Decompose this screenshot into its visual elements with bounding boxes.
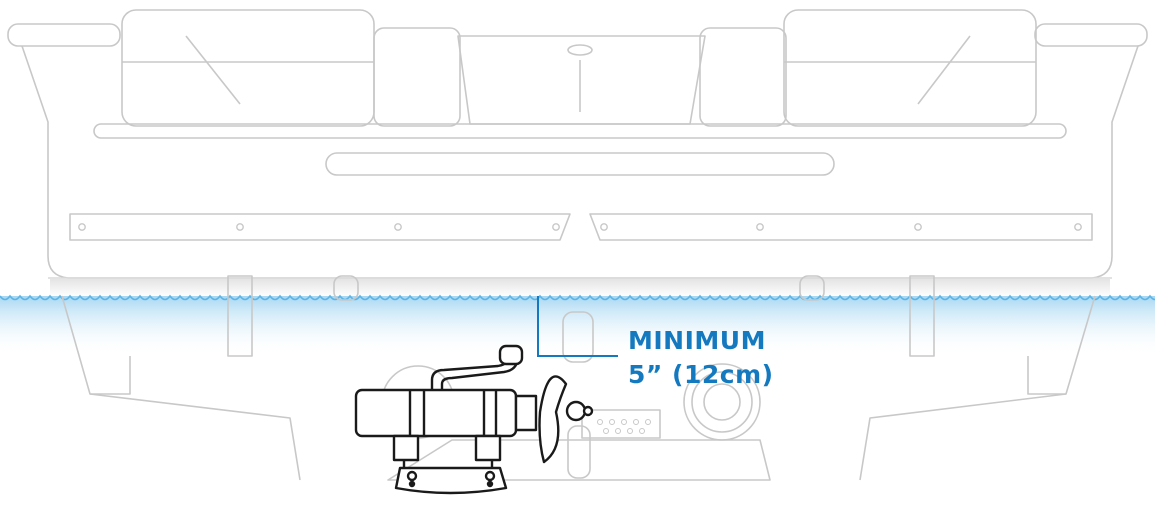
minimum-depth-indicator <box>537 296 618 357</box>
lower-hull <box>61 275 1096 481</box>
motor-housing <box>354 388 518 438</box>
gunwale-shelf <box>93 123 1067 139</box>
handle-slot <box>325 152 835 176</box>
motor-stem <box>392 434 420 462</box>
center-console <box>457 35 706 125</box>
motor-base <box>394 466 508 495</box>
depth-value-label: 5” (12cm) <box>628 360 774 389</box>
ghost-transducer <box>562 311 594 479</box>
rub-rail-right <box>589 213 1093 241</box>
boat-upper <box>7 9 1148 279</box>
hull-shadow-band <box>50 279 1110 297</box>
rivets <box>78 223 1082 231</box>
right-seat <box>699 9 1037 127</box>
mount-bracket <box>581 409 661 439</box>
right-rail <box>1034 23 1148 47</box>
skeg-plate <box>387 439 771 481</box>
rub-rail-left <box>69 213 571 241</box>
motor-nose <box>514 394 538 432</box>
hinge-left <box>333 275 359 301</box>
strut-left <box>227 275 253 357</box>
left-seat <box>121 9 461 127</box>
prop-nut <box>565 400 587 422</box>
left-rail <box>7 23 121 47</box>
propeller <box>538 375 568 464</box>
strut-right <box>909 275 935 357</box>
bracket-holes <box>597 419 651 434</box>
waterline <box>0 294 1155 301</box>
water-gradient <box>0 296 1155 356</box>
minimum-label: MINIMUM <box>628 326 766 355</box>
trolling-motor <box>354 344 594 495</box>
hinge-right <box>799 275 825 301</box>
